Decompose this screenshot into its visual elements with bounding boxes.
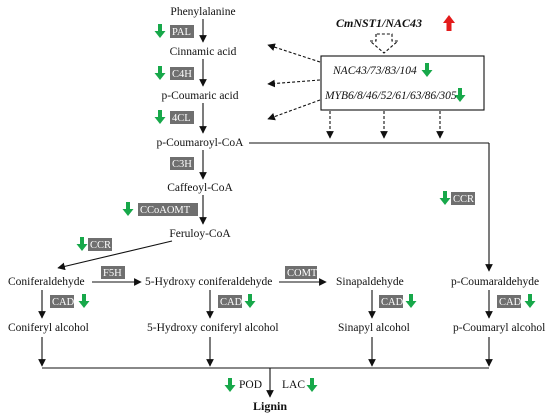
metabolite-p-coumaroyl-coa: p-Coumaroyl-CoA — [157, 137, 245, 149]
enzyme-box-ccoaomt — [138, 203, 198, 216]
down-regulated-icon — [524, 294, 536, 308]
enzyme-ccr-left-label: CCR — [90, 240, 111, 251]
product-lignin: Lignin — [253, 399, 287, 413]
dashed-arrow-to-pal — [267, 43, 321, 63]
regulator-nac-genes: NAC43/73/83/104 — [332, 65, 417, 77]
down-regulated-icon — [154, 66, 166, 80]
enzyme-cad-4-label: CAD — [499, 297, 522, 308]
enzyme-f5h-label: F5H — [103, 268, 122, 279]
enzyme-box-cad-3 — [379, 295, 403, 308]
down-regulated-icon — [78, 294, 90, 308]
enzyme-box-ccr-left — [88, 238, 112, 251]
enzyme-ccoaomt-label: CCoAOMT — [140, 205, 191, 216]
metabolite-phenylalanine: Phenylalanine — [170, 6, 235, 18]
metabolite-sinapaldehyde: Sinapaldehyde — [336, 276, 404, 288]
enzyme-pod-label: POD — [239, 379, 262, 391]
metabolite-5-hydroxy-coniferaldehyde: 5-Hydroxy coniferaldehyde — [145, 276, 272, 288]
enzyme-box-cad-1 — [50, 295, 74, 308]
hollow-dashed-arrow — [368, 33, 400, 54]
down-regulated-icon — [454, 88, 466, 102]
enzyme-4cl-label: 4CL — [172, 113, 191, 124]
enzyme-box-cad-4 — [497, 295, 521, 308]
metabolite-feruloy-coa: Feruloy-CoA — [169, 228, 231, 240]
enzyme-ccr-right-label: CCR — [453, 194, 474, 205]
arrow-feruloy-to-coniferaldehyde — [57, 240, 173, 271]
enzyme-comt-label: COMT — [287, 268, 318, 279]
enzyme-box-f5h — [101, 266, 125, 279]
enzyme-box-comt — [285, 266, 317, 279]
enzyme-c3h-label: C3H — [172, 159, 192, 170]
down-regulated-icon — [154, 110, 166, 124]
up-regulated-icon — [443, 15, 455, 31]
down-regulated-icon — [244, 294, 256, 308]
regulator-title: CmNST1/NAC43 — [336, 16, 422, 30]
metabolite-caffeoyl-coa: Caffeoyl-CoA — [167, 182, 233, 194]
down-regulated-icon — [76, 237, 88, 251]
down-regulated-icon — [224, 378, 236, 392]
enzyme-cad-2-label: CAD — [220, 297, 243, 308]
enzyme-box-c3h — [170, 157, 194, 170]
down-regulated-icon — [439, 191, 451, 205]
enzyme-c4h-label: C4H — [172, 69, 192, 80]
metabolite-cinnamic-acid: Cinnamic acid — [170, 46, 237, 58]
regulator-myb-genes: MYB6/8/46/52/61/63/86/305 — [324, 90, 457, 102]
down-regulated-icon — [306, 378, 318, 392]
enzyme-lac-label: LAC — [282, 379, 305, 391]
metabolite-p-coumaric-acid: p-Coumaric acid — [162, 90, 239, 102]
enzyme-box-c4h — [170, 67, 194, 80]
regulator-box — [320, 55, 485, 111]
enzyme-box-cad-2 — [218, 295, 242, 308]
enzyme-pal-label: PAL — [172, 27, 191, 38]
metabolite-p-coumaraldehyde: p-Coumaraldehyde — [451, 276, 539, 288]
down-regulated-icon — [421, 63, 433, 77]
enzyme-box-4cl — [170, 111, 194, 124]
down-regulated-icon — [122, 202, 134, 216]
metabolite-sinapyl-alcohol: Sinapyl alcohol — [338, 322, 410, 334]
down-regulated-icon — [154, 24, 166, 38]
down-regulated-icon — [405, 294, 417, 308]
dashed-arrow-to-4cl — [267, 99, 321, 121]
dashed-arrow-to-c4h — [267, 79, 321, 88]
metabolite-5-hydroxy-coniferyl-alcohol: 5-Hydroxy coniferyl alcohol — [147, 322, 279, 334]
metabolite-coniferaldehyde: Coniferaldehyde — [8, 276, 85, 288]
enzyme-cad-1-label: CAD — [52, 297, 75, 308]
metabolite-p-coumaryl-alcohol: p-Coumaryl alcohol — [453, 322, 545, 334]
enzyme-cad-3-label: CAD — [381, 297, 404, 308]
metabolite-coniferyl-alcohol: Coniferyl alcohol — [8, 322, 89, 334]
enzyme-box-ccr-right — [451, 192, 475, 205]
enzyme-box-pal — [170, 25, 194, 38]
